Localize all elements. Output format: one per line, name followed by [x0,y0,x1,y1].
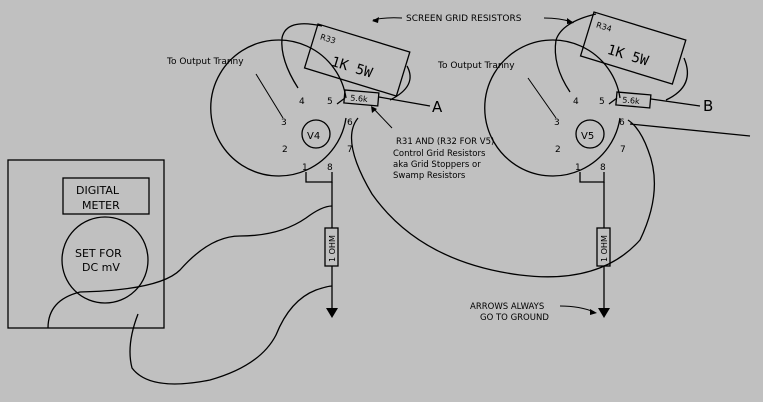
pin-3: 3 [281,118,287,128]
cathode-tie [305,172,333,183]
pin-7: 7 [620,145,626,155]
ground-arrow [598,308,610,318]
pin-2: 2 [555,145,561,155]
meter-lead-to-v4-cathode [47,205,333,329]
cathode-resistor-label: 1 OHM [328,235,337,262]
meter-dial-line-2: DC mV [82,261,120,274]
pin-4: 4 [573,97,579,107]
pin-8: 8 [327,163,333,173]
pin-6: 6 [347,118,353,128]
plate-cross-wire [350,117,656,278]
meter-body [7,159,165,329]
test-lead-b-wire [650,98,701,107]
go-to-ground-label: GO TO GROUND [480,313,549,323]
tube-socket-outline [210,39,347,177]
tube-name: V5 [581,131,594,142]
control-grid-line-2: Control Grid Resistors [393,149,486,159]
pin-5: 5 [327,97,333,107]
screen-wire-left [281,23,323,89]
meter-dial-line-1: SET FOR [75,247,122,260]
grid-wire-pin5 [608,97,618,105]
pin-6: 6 [619,118,625,128]
ground-arrow [326,308,338,318]
meter-display [62,177,150,215]
pin-1: 1 [575,163,581,173]
pin-4: 4 [299,97,305,107]
grid-resistor-r31: 5.6k [343,89,380,107]
tube-center-key [575,119,605,149]
grid-resistor-value: 5.6k [622,96,640,107]
plate-lead-right [629,123,751,137]
meter-dial [61,216,149,304]
control-grid-line-4: Swamp Resistors [393,171,466,181]
tube-v5-section: R34 1K 5W V5 4 5 3 6 2 7 1 8 To Output T… [437,11,751,323]
cathode-tie [579,172,605,183]
pin-3: 3 [554,118,560,128]
resistor-ref-label: R33 [319,32,337,45]
test-lead-a-wire [378,96,431,107]
control-grid-line-1: R31 AND (R32 FOR V5) [396,137,494,147]
tube-socket-outline [484,39,621,177]
tube-v4-section: R33 1K 5W V4 4 5 3 6 2 7 1 8 To Output T… [166,23,656,318]
resistor-r33: R33 1K 5W [303,23,411,97]
pin-8: 8 [600,163,606,173]
ground-pointer [559,305,595,313]
pin-7: 7 [347,145,353,155]
pin-1: 1 [302,163,308,173]
resistor-ref-label: R34 [595,20,613,33]
tranny-leader-line [255,73,284,119]
digital-meter: DIGITAL METER SET FOR DC mV [7,159,165,329]
meter-lead-to-v4-ground [129,285,333,385]
resistor-r34: R34 1K 5W [579,11,687,85]
tube-center-key [301,119,331,149]
arrowhead-left [372,17,379,23]
tube-name: V4 [307,131,320,142]
to-output-tranny-label: To Output Tranny [437,61,515,71]
cathode-resistor-label: 1 OHM [600,235,609,262]
meter-display-line-2: METER [82,199,120,212]
pin-5: 5 [599,97,605,107]
screen-wire-right [665,57,689,101]
screen-grid-annotation: SCREEN GRID RESISTORS [372,14,574,24]
screen-wire-right [389,65,411,101]
control-grid-leader [372,107,393,129]
to-output-tranny-label: To Output Tranny [166,57,244,67]
arrows-always-label: ARROWS ALWAYS [470,302,544,312]
grid-resistor-value: 5.6k [350,94,368,105]
control-grid-line-3: aka Grid Stoppers or [393,160,481,170]
test-point-b: B [703,97,713,115]
tranny-leader-line [527,77,557,119]
test-point-a: A [432,98,443,116]
meter-display-line-1: DIGITAL [76,184,120,197]
ground-pointer-arrowhead [590,309,597,315]
control-grid-annotation: R31 AND (R32 FOR V5) Control Grid Resist… [393,137,494,181]
pin-2: 2 [282,145,288,155]
grid-resistor-r32: 5.6k [615,91,652,109]
control-grid-arrowhead [371,106,377,113]
screen-grid-label: SCREEN GRID RESISTORS [406,14,522,24]
